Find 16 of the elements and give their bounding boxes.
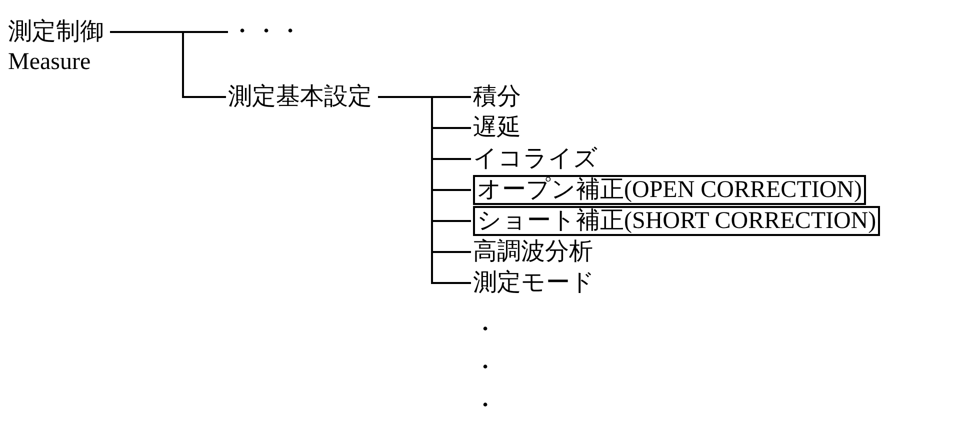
continuation-dot: ・ xyxy=(473,318,497,342)
continuation-dot: ・ xyxy=(473,394,497,418)
boxed-item: ショート補正(SHORT CORRECTION) xyxy=(473,206,880,236)
menu-item: 測定モード xyxy=(473,268,595,298)
menu-item: イコライズ xyxy=(473,144,598,174)
menu-item: ・・・ xyxy=(230,17,302,47)
menu-title: 測定制御 xyxy=(8,18,104,47)
tree-connector xyxy=(378,96,471,284)
boxed-item: オープン補正(OPEN CORRECTION) xyxy=(473,175,866,205)
menu-subtitle: Measure xyxy=(8,48,92,77)
menu-item: 積分 xyxy=(473,82,521,112)
menu-item: 測定基本設定 xyxy=(228,82,372,112)
menu-item: 高調波分析 xyxy=(473,237,593,267)
continuation-dot: ・ xyxy=(473,356,497,380)
tree-connector xyxy=(110,31,226,98)
menu-item: 遅延 xyxy=(473,113,521,143)
